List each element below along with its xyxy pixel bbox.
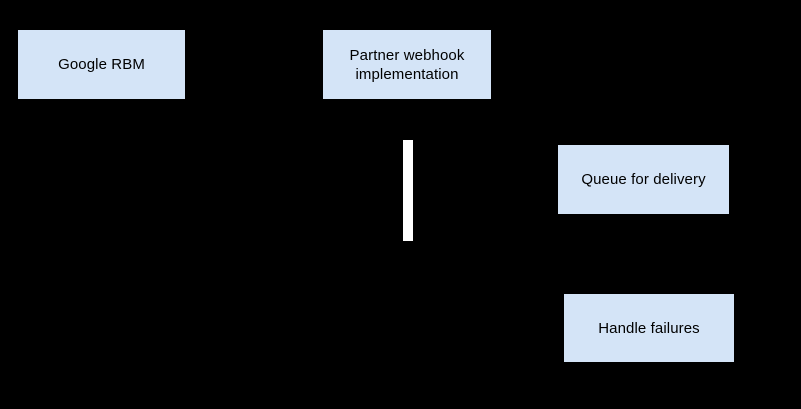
node-google-rbm-label: Google RBM [58, 56, 145, 73]
node-partner-webhook-implementation-label: Partner webhook implementation [349, 46, 465, 83]
node-partner-webhook-implementation[interactable]: Partner webhook implementation [323, 30, 491, 99]
vertical-connector-line [403, 140, 413, 241]
node-google-rbm[interactable]: Google RBM [18, 30, 185, 99]
node-handle-failures-label: Handle failures [598, 319, 700, 337]
node-handle-failures[interactable]: Handle failures [564, 294, 734, 362]
node-queue-for-delivery[interactable]: Queue for delivery [558, 145, 729, 214]
node-queue-for-delivery-label: Queue for delivery [581, 171, 706, 188]
